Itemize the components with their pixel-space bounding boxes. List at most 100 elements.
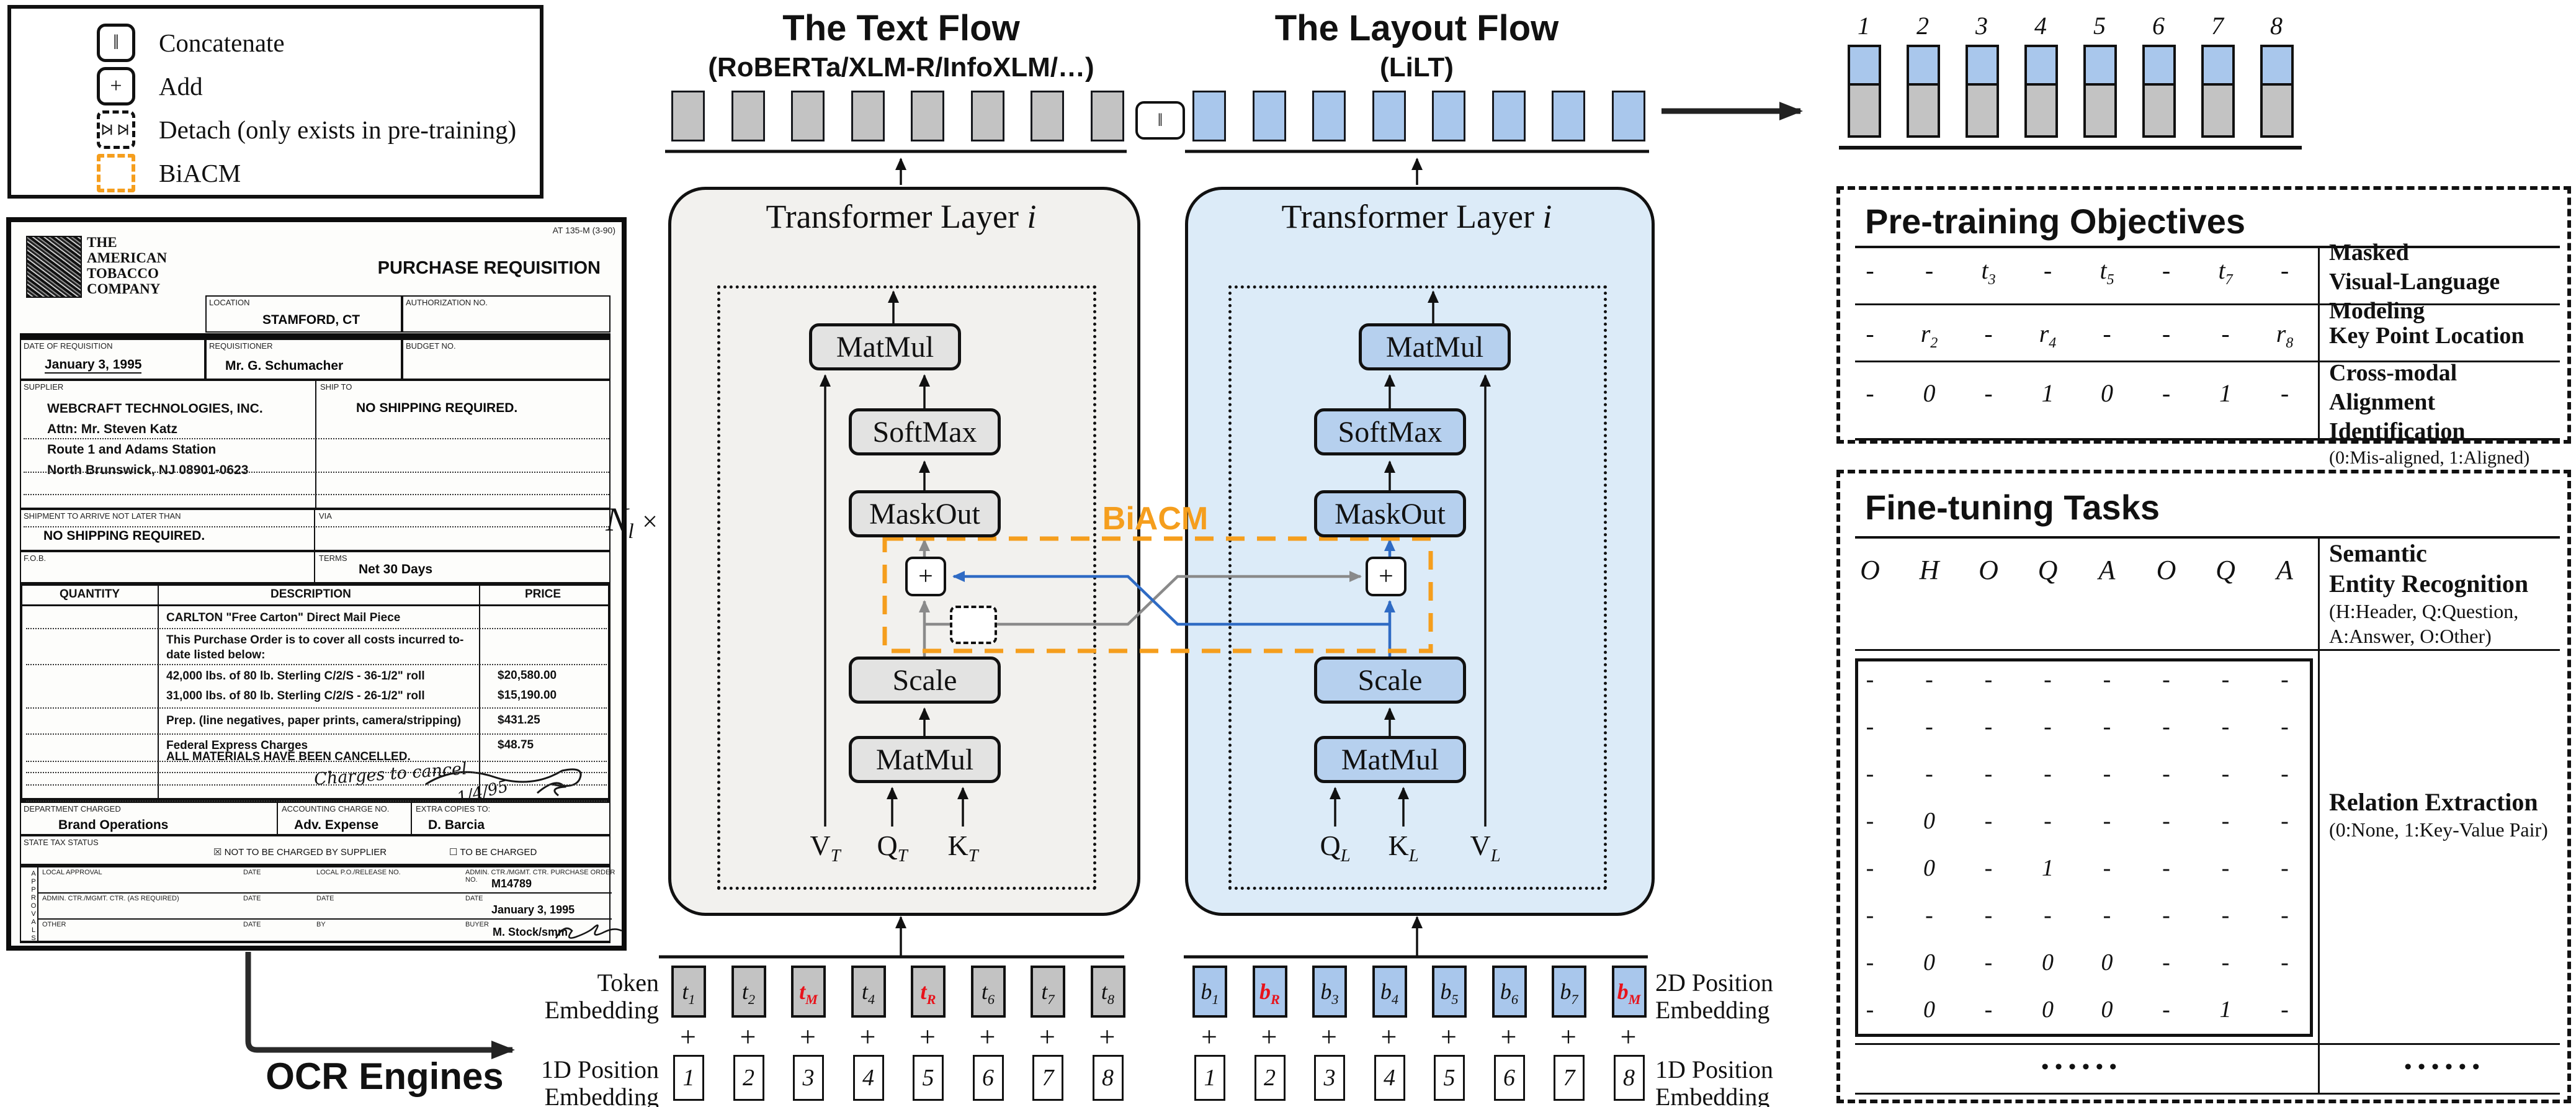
location-cell: LOCATION STAMFORD, CT bbox=[205, 295, 402, 333]
pos1d-box: 5 bbox=[913, 1055, 944, 1101]
item-desc: CARLTON "Free Carton" Direct Mail Piece bbox=[166, 611, 401, 624]
desc-header: DESCRIPTION bbox=[271, 588, 351, 601]
objective-cell: t7 bbox=[2218, 256, 2233, 288]
plus-glyph: + bbox=[1039, 1021, 1055, 1052]
matrix-cell: - bbox=[1866, 714, 1874, 740]
matrix-cell: - bbox=[2162, 902, 2170, 928]
objective-cell: - bbox=[2280, 379, 2289, 407]
matrix-cell: - bbox=[1984, 761, 1993, 787]
re-label: Relation Extraction (0:None, 1:Key-Value… bbox=[2329, 787, 2548, 842]
objective-cell: 0 bbox=[2101, 379, 2113, 407]
pos1d-box: 3 bbox=[793, 1055, 824, 1101]
relation-matrix-box bbox=[1855, 658, 2313, 1037]
pos1d-box: 6 bbox=[1493, 1055, 1525, 1101]
dotted-rule bbox=[24, 472, 609, 473]
matrix-cell: - bbox=[2103, 761, 2111, 787]
objective-cell: - bbox=[2162, 320, 2171, 347]
matrix-cell: - bbox=[1866, 997, 1874, 1023]
matrix-cell: - bbox=[2221, 808, 2230, 834]
doc-title: PURCHASE REQUISITION bbox=[377, 258, 601, 278]
matrix-cell: - bbox=[1866, 666, 1874, 692]
plus-glyph: + bbox=[859, 1021, 876, 1052]
layout-input-label: QL bbox=[1320, 830, 1351, 866]
matrix-cell: - bbox=[1984, 855, 1993, 881]
output-bar-text-part bbox=[1907, 83, 1940, 138]
arrive-cell: SHIPMENT TO ARRIVE NOT LATER THAN NO SHI… bbox=[20, 509, 315, 551]
pos1d-box: 1 bbox=[673, 1055, 704, 1101]
supplier-line: WEBCRAFT TECHNOLOGIES, INC. bbox=[47, 401, 263, 416]
output-index: 6 bbox=[2152, 12, 2165, 40]
item-desc: Federal Express Charges bbox=[166, 739, 308, 752]
concat-icon: ‖ bbox=[97, 24, 135, 62]
matrix-cell: - bbox=[2103, 855, 2111, 881]
supplier-line: Route 1 and Adams Station bbox=[47, 442, 217, 457]
pretraining-title: Pre-training Objectives bbox=[1865, 202, 2246, 241]
objective-cell: - bbox=[1925, 256, 1934, 284]
matrix-cell: 0 bbox=[1923, 997, 1935, 1023]
biacm-label: BiACM bbox=[1102, 501, 1209, 537]
item-price: $15,190.00 bbox=[498, 689, 557, 702]
box2d-box: b6 bbox=[1491, 966, 1527, 1018]
output-bar-layout-part bbox=[1848, 45, 1881, 86]
matrix-cell: - bbox=[2221, 666, 2230, 692]
matrix-cell: - bbox=[2221, 714, 2230, 740]
dotted-rule bbox=[26, 733, 607, 735]
num-layers-label: Nl × bbox=[606, 501, 658, 543]
matrix-cell: - bbox=[2162, 761, 2170, 787]
legend-item-label: Detach (only exists in pre-training) bbox=[159, 115, 517, 144]
matrix-cell: - bbox=[2221, 761, 2230, 787]
text-input-bar bbox=[671, 91, 705, 141]
box2d-box: b1 bbox=[1192, 966, 1227, 1018]
objective-cell: r8 bbox=[2276, 320, 2294, 351]
output-bar-text-part bbox=[1966, 83, 1999, 138]
box2d-box: b3 bbox=[1312, 966, 1347, 1018]
layout-softmax: SoftMax bbox=[1314, 408, 1466, 455]
approvals-vertical-label: APPROVALS bbox=[21, 867, 38, 943]
text-layer-title: Transformer Layer i bbox=[766, 198, 1037, 235]
dotted-rule bbox=[26, 707, 607, 709]
matrix-cell: - bbox=[2044, 761, 2052, 787]
matrix-cell: - bbox=[2103, 808, 2111, 834]
pos1d-box: 8 bbox=[1613, 1055, 1645, 1101]
layout-scale: Scale bbox=[1314, 657, 1466, 704]
text-line: Visual-Language Modeling bbox=[2329, 269, 2500, 324]
item-desc: ALL MATERIALS HAVE BEEN CANCELLED. bbox=[166, 750, 411, 763]
item-desc: This Purchase Order is to cover all cost… bbox=[166, 634, 464, 661]
ser-tag-cell: O bbox=[2156, 555, 2176, 585]
matrix-cell: - bbox=[1866, 902, 1874, 928]
objective-cell: 1 bbox=[2041, 379, 2054, 407]
token-box: t7 bbox=[1031, 966, 1065, 1018]
supplier-lines: WEBCRAFT TECHNOLOGIES, INC.Attn: Mr. Ste… bbox=[47, 398, 263, 480]
text-line: Cross-modal bbox=[2329, 360, 2457, 386]
price-header: PRICE bbox=[525, 588, 561, 601]
objective-cell: - bbox=[1866, 379, 1874, 407]
text-flow-subtitle: (RoBERTa/XLM-R/InfoXLM/…) bbox=[708, 52, 1094, 83]
item-desc: Prep. (line negatives, paper prints, cam… bbox=[166, 714, 462, 727]
item-price: $48.75 bbox=[498, 738, 534, 751]
text-input-bar bbox=[791, 91, 825, 141]
department-row: DEPARTMENT CHARGED Brand Operations ACCO… bbox=[20, 800, 610, 835]
matrix-cell: - bbox=[1984, 902, 1993, 928]
plus-glyph: + bbox=[1380, 1021, 1397, 1052]
supplier-line: North Brunswick, NJ 08901-0623 bbox=[47, 463, 249, 477]
matrix-cell: - bbox=[2281, 714, 2289, 740]
pos1d-box: 8 bbox=[1092, 1055, 1124, 1101]
output-bar-layout-part bbox=[1907, 45, 1940, 86]
output-bar-text-part bbox=[2142, 83, 2176, 138]
matrix-cell: - bbox=[2162, 855, 2170, 881]
item-desc: 31,000 lbs. of 80 lb. Sterling C/2/S - 2… bbox=[166, 689, 425, 702]
col-divider bbox=[158, 586, 159, 798]
text-line: Entity Recognition bbox=[2329, 570, 2529, 598]
objective-cell: - bbox=[1984, 320, 1993, 347]
table-line bbox=[1855, 438, 2560, 441]
text-input-label: QT bbox=[877, 830, 908, 866]
text-add-node: + bbox=[905, 557, 946, 596]
approvals-row-1: LOCAL APPROVAL DATE LOCAL P.O./RELEASE N… bbox=[42, 869, 615, 890]
layout-input-bar bbox=[1432, 91, 1465, 141]
output-bar-text-part bbox=[1848, 83, 1881, 138]
layout-matmul-bottom: MatMul bbox=[1314, 736, 1466, 783]
output-bar-layout-part bbox=[2024, 45, 2058, 86]
box2d-box: bR bbox=[1252, 966, 1287, 1018]
